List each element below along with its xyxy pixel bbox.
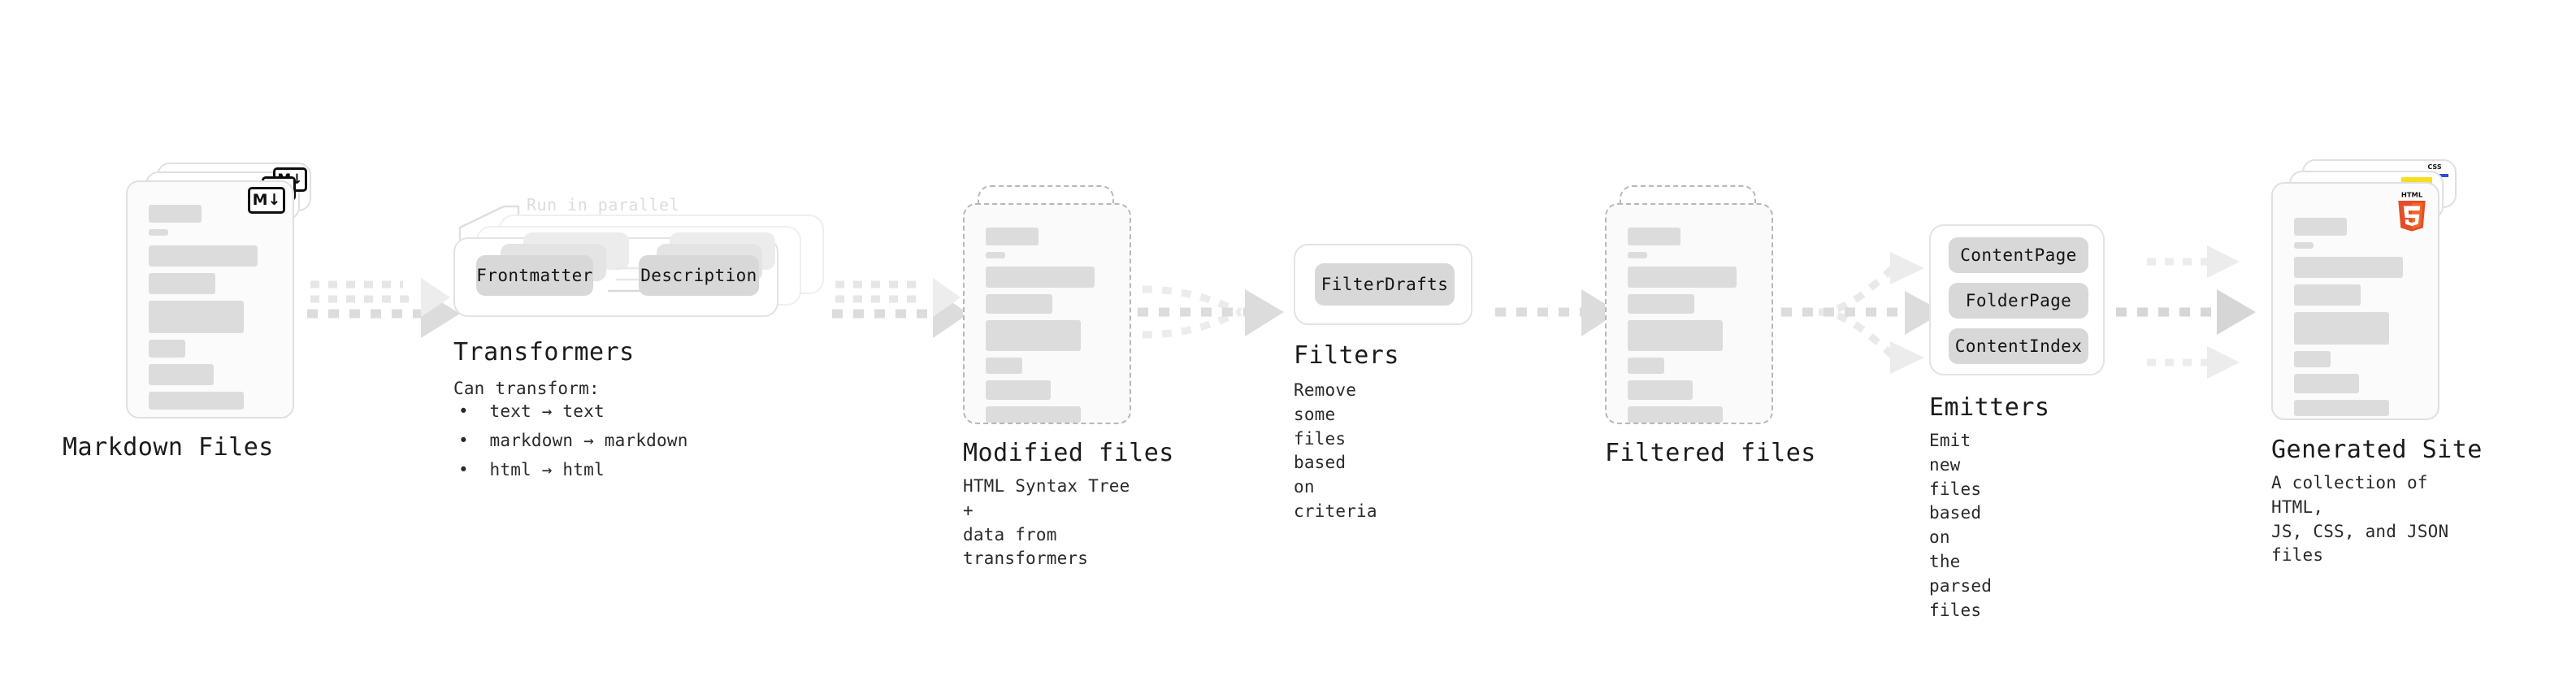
modified-card-stack (963, 185, 1150, 429)
svg-text:HTML: HTML (2401, 190, 2423, 198)
filters-panel: FilterDrafts (1294, 244, 1472, 325)
arrow-modified-to-filters (1138, 285, 1284, 339)
emitters-pill-contentpage-label: ContentPage (1960, 245, 2077, 265)
stage-title-transformers: Transformers (453, 338, 635, 367)
stage-desc-filters: Remove some files based on criteria (1294, 380, 1377, 522)
markdown-card-front (126, 180, 294, 419)
transformer-bullet-2: html → html (489, 459, 605, 479)
stage-modified-files: Modified files HTML Syntax Tree + data f… (963, 185, 1173, 568)
stage-title-filtered-files: Filtered files (1605, 439, 1816, 467)
stage-title-filters: Filters (1294, 341, 1399, 370)
emitters-pill-contentpage[interactable]: ContentPage (1949, 237, 2088, 273)
transformer-pill-frontmatter-label: Frontmatter (476, 266, 593, 285)
stage-title-modified-files: Modified files (963, 439, 1174, 467)
transformer-pill-frontmatter[interactable]: Frontmatter (476, 255, 593, 296)
transformer-pill-description-label: Description (640, 266, 757, 285)
html5-badge: HTML (2398, 190, 2426, 232)
parallel-brace (458, 205, 520, 255)
stage-desc-generated-site: A collection of HTML, JS, CSS, and JSON … (2271, 473, 2449, 566)
transformer-bullet-1: markdown → markdown (489, 430, 688, 450)
stage-generated-site: CSS HTML Generated Sit (2271, 159, 2482, 565)
transformer-panel-stack: Frontmatter Description (453, 192, 835, 322)
emitters-pill-contentindex[interactable]: ContentIndex (1949, 328, 2088, 364)
css-badge-label: CSS (2427, 163, 2442, 171)
stage-title-emitters: Emitters (1929, 393, 2050, 422)
emitters-panel: ContentPage FolderPage ContentIndex (1929, 224, 2105, 375)
filtered-card-stack (1605, 185, 1792, 429)
stage-desc-modified-files: HTML Syntax Tree + data from transformer… (963, 476, 1130, 569)
arrow-filtered-to-emitters (1781, 252, 1944, 374)
arrow-filters-to-filtered (1495, 289, 1619, 336)
stage-title-generated-site: Generated Site (2271, 436, 2483, 464)
modified-card-front (963, 203, 1131, 424)
emitters-pill-contentindex-label: ContentIndex (1954, 336, 2083, 356)
stage-desc-emitters: Emit new files based on the parsed files (1929, 431, 1993, 620)
emitters-pill-folderpage[interactable]: FolderPage (1949, 283, 2088, 319)
transformer-bullet-list: • text → text • markdown → markdown • ht… (458, 401, 688, 479)
arrow-emitters-to-site (2116, 245, 2256, 379)
markdown-card-stack: M↓ M↓ M↓ (126, 163, 313, 423)
markdown-badge-front: M↓ (248, 187, 285, 214)
filtered-card-front (1605, 203, 1773, 424)
stage-desc-transformers: Can transform: (453, 379, 600, 398)
filters-pill-filterdrafts-label: FilterDrafts (1321, 275, 1449, 294)
stage-markdown-files: M↓ M↓ M↓ Markdown Files (63, 163, 313, 462)
stage-filtered-files: Filtered files (1605, 185, 1815, 467)
stage-transformers: Run in parallel Frontmatter (453, 192, 835, 479)
arrow-markdown-to-transformers (307, 278, 460, 338)
stage-title-markdown-files: Markdown Files (63, 433, 274, 462)
site-card-stack: CSS HTML (2271, 159, 2458, 427)
transformer-bullet-0: text → text (489, 401, 605, 421)
parallel-annotation: Run in parallel (527, 195, 680, 215)
emitters-pill-folderpage-label: FolderPage (1965, 291, 2072, 310)
arrow-transformers-to-modified (832, 278, 969, 338)
transformer-pill-description[interactable]: Description (639, 255, 759, 296)
filters-pill-filterdrafts[interactable]: FilterDrafts (1315, 263, 1455, 306)
